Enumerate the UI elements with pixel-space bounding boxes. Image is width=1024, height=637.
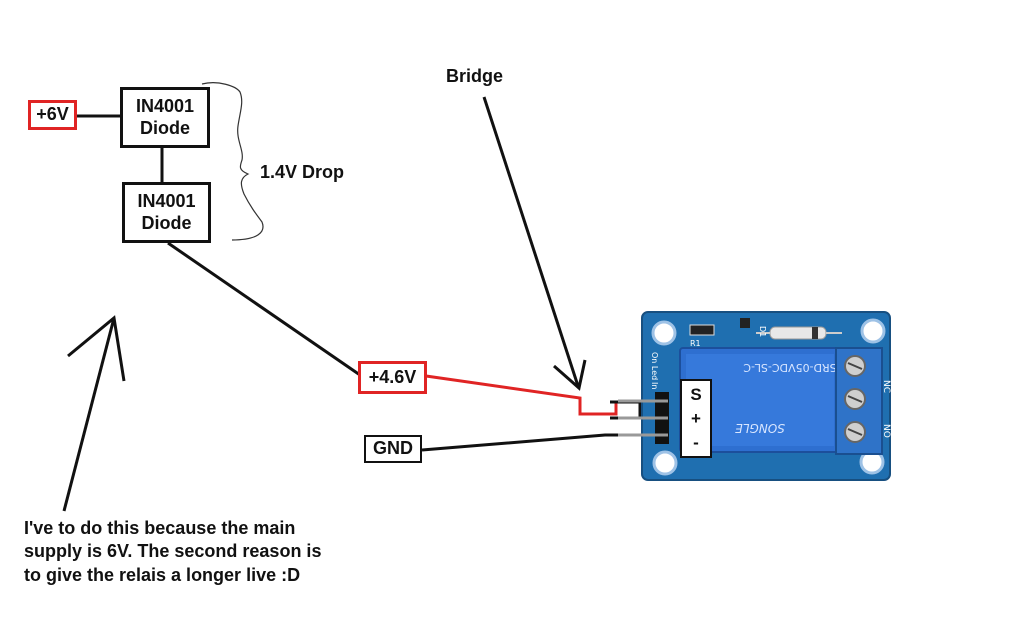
signal-voltage-box: +4.6V — [358, 361, 427, 394]
note-arrow-head — [67, 315, 126, 382]
pin-label-signal: S — [690, 385, 701, 404]
pin-label-gnd: - — [693, 433, 699, 452]
note-line: to give the relais a longer live :D — [24, 564, 301, 585]
bridge-label: Bridge — [446, 66, 504, 86]
drop-brace — [201, 82, 264, 241]
pin-label-box — [680, 379, 712, 458]
mount-hole — [860, 318, 886, 344]
relay-model-text: SRD-05VDC-SL-C — [743, 361, 837, 374]
relay-brand-text: SONGLE — [735, 421, 785, 435]
voltage-drop-label: 1.4V Drop — [260, 162, 345, 182]
relay-module: SRD-05VDC-SL-C SONGLE NC NO R1 D1 On Led… — [618, 311, 891, 481]
note-arrow-shaft — [62, 317, 116, 512]
explanation-note: I've to do this because the main supply … — [24, 517, 404, 587]
diode2-part-label: IN4001 — [137, 190, 196, 211]
terminal-no-label: NO — [881, 424, 891, 438]
silk-on-led: On Led — [650, 352, 659, 380]
mount-hole — [651, 320, 677, 346]
screw-slot — [847, 428, 863, 436]
silk-in: In — [650, 382, 659, 389]
screw-slot — [847, 362, 863, 370]
silk-d1: D1 — [758, 326, 767, 337]
terminal-nc-label: NC — [881, 380, 891, 393]
note-line: I've to do this because the main — [24, 518, 296, 538]
signal-voltage-label: +4.6V — [368, 366, 417, 387]
mount-hole — [652, 450, 678, 476]
pin-label-vcc: + — [691, 409, 701, 428]
supply-voltage-label: +6V — [36, 104, 69, 125]
wire-signal-red — [425, 374, 660, 416]
transistor — [740, 318, 750, 328]
supply-voltage-box: +6V — [28, 100, 77, 130]
resistor-r1 — [689, 324, 715, 336]
diode2-type-label: Diode — [141, 212, 192, 233]
diode2-box: IN4001 Diode — [122, 182, 211, 243]
ground-label: GND — [373, 438, 413, 459]
bridge-arrow-shaft — [482, 96, 580, 387]
bridge-arrow-head — [553, 359, 587, 391]
diode1-type-label: Diode — [139, 117, 190, 138]
note-line: supply is 6V. The second reason is — [24, 541, 322, 562]
wire-ground — [421, 433, 660, 452]
diode1-part-label: IN4001 — [135, 95, 195, 116]
screw-slot — [847, 395, 863, 403]
ground-box: GND — [364, 435, 422, 463]
wire-diode2-to-signal — [167, 241, 361, 377]
diode-d1-band — [812, 327, 818, 339]
silk-r1: R1 — [690, 339, 701, 348]
diode1-box: IN4001 Diode — [120, 87, 210, 148]
